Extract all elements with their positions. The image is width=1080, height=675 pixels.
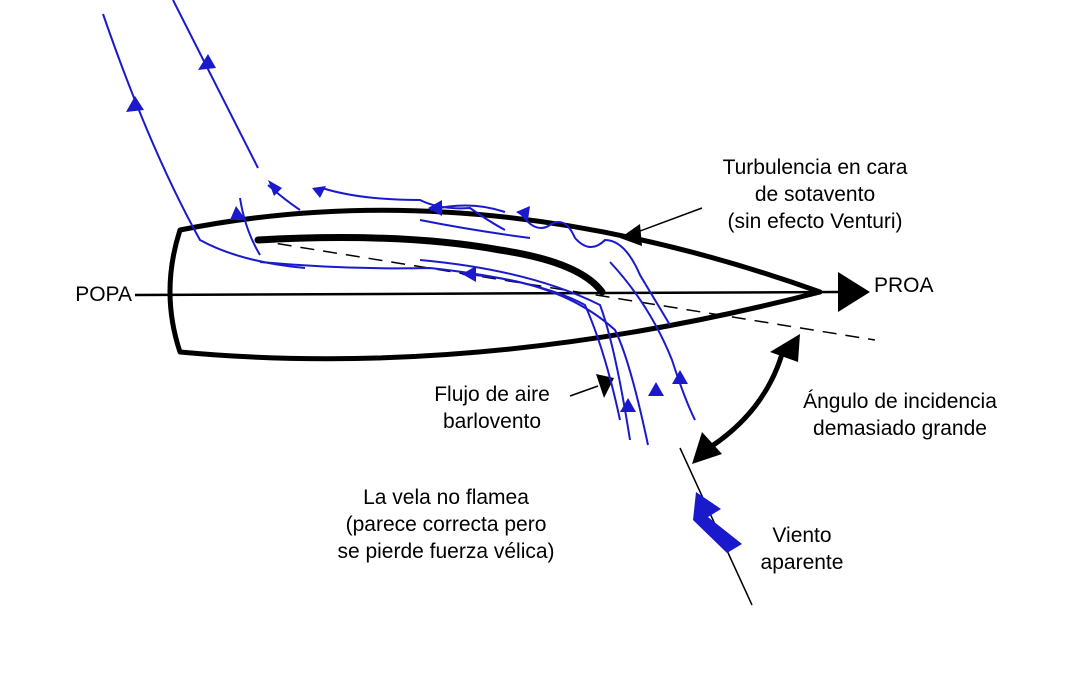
airflow-arrowhead (620, 398, 636, 412)
turbulence-pointer-line (631, 207, 703, 235)
boat-hull (167, 207, 823, 362)
airflow-arrowhead (672, 370, 688, 384)
airflow-arrowhead (268, 180, 282, 196)
airflow-arrowhead (126, 96, 144, 112)
airflow-line (419, 219, 531, 239)
sail (254, 234, 606, 296)
windward-pointer-line (569, 385, 599, 397)
bow-arrowhead (838, 272, 870, 312)
windward-flow-label: Flujo de aire barlovento (434, 383, 550, 433)
boat-centerline (134, 290, 839, 297)
airflow-arrowhead (516, 206, 530, 220)
proa-label: PROA (874, 274, 934, 297)
incidence-angle-label: Ángulo de incidencia demasiado grande (803, 390, 997, 440)
airflow-arrowhead (462, 266, 476, 282)
airflow-streamlines (102, 0, 696, 446)
airflow-arrowhead (648, 382, 664, 396)
airflow-line (259, 261, 621, 421)
sail-chord-dashed-line (254, 239, 876, 341)
airflow-line (419, 259, 631, 441)
airflow-arrowhead (230, 206, 246, 220)
turbulence-label: Turbulencia en cara de sotavento (sin ef… (722, 156, 908, 233)
turbulence-pointer-head (620, 224, 642, 246)
incidence-angle-arc (710, 353, 785, 449)
sail-note-label: La vela no flamea (parece correcta pero … (337, 486, 555, 563)
airflow-line (609, 261, 696, 421)
apparent-wind-arrow (693, 492, 742, 553)
popa-label: POPA (75, 283, 132, 306)
airflow-line (239, 197, 261, 256)
airflow-arrowheads (126, 54, 688, 412)
airflow-arrowhead (312, 186, 326, 198)
airflow-line (519, 211, 671, 326)
apparent-wind-label: Viento aparente (760, 524, 844, 574)
incidence-arc-head-bottom (692, 432, 722, 464)
airflow-arrowhead (198, 54, 216, 70)
airflow-line (102, 13, 306, 269)
airflow-line (172, 0, 259, 169)
airflow-arrowhead (428, 200, 442, 216)
incidence-arc-head-top (770, 334, 800, 362)
